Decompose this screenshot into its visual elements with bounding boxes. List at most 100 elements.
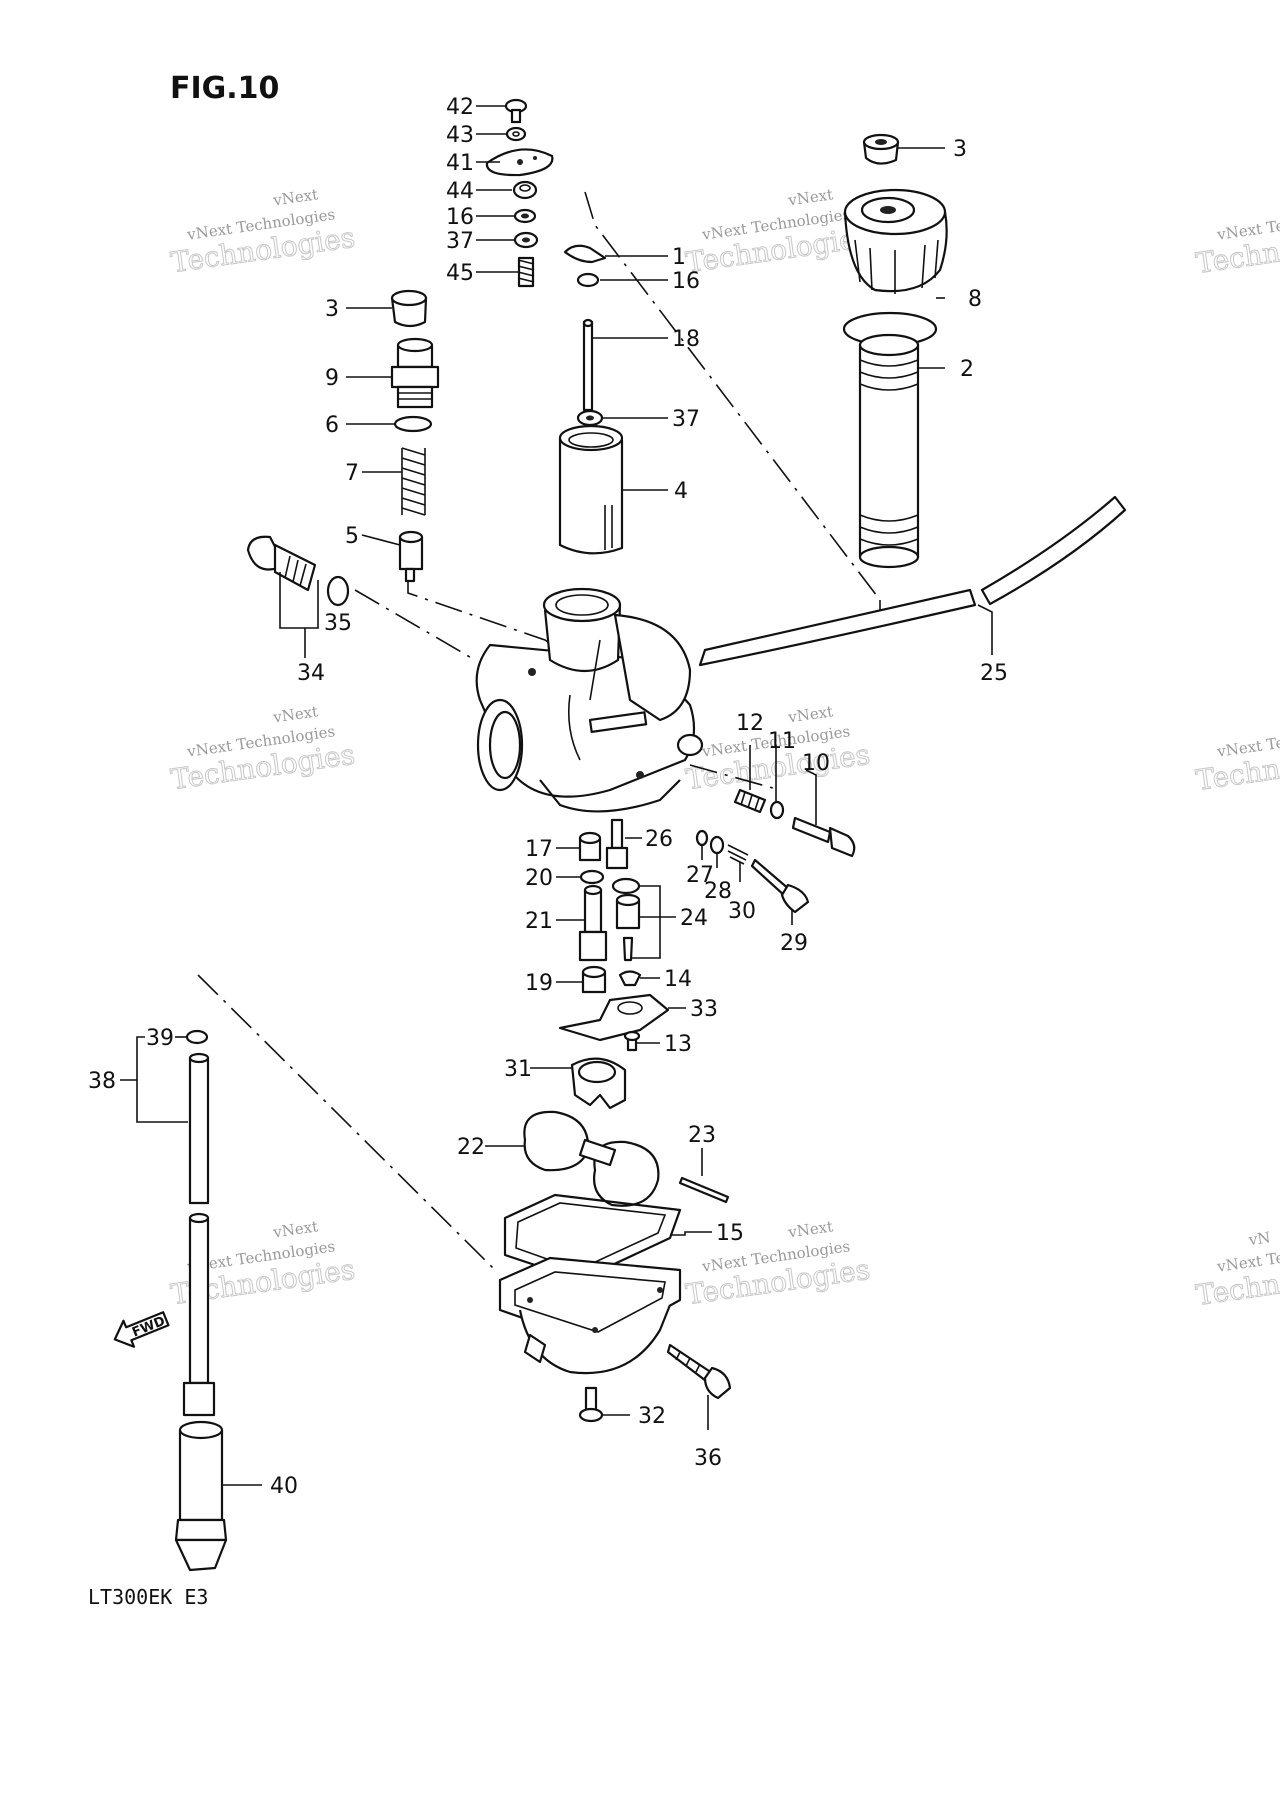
watermark-text: vNext (786, 185, 834, 209)
clip-1 (563, 244, 607, 264)
screw-13 (623, 1030, 641, 1052)
fwd-arrow-icon: FWD (113, 1311, 170, 1348)
needle-valve-24 (611, 877, 641, 962)
callout-31: 31 (504, 1057, 532, 1082)
washer-11 (769, 800, 785, 820)
callout-45: 45 (446, 261, 474, 286)
washer-20 (579, 869, 605, 885)
cap-3-top (862, 133, 900, 165)
watermarks: vNext vNext Technologies Technologies vN… (168, 185, 1280, 1312)
jet-26 (605, 818, 629, 870)
callout-6: 6 (325, 413, 339, 438)
callout-44: 44 (446, 179, 474, 204)
spring-45 (517, 256, 535, 288)
alignment-line (197, 974, 496, 1271)
callout-12: 12 (736, 711, 764, 736)
washer-37b (576, 409, 604, 427)
callout-25: 25 (980, 661, 1008, 686)
callout-21: 21 (525, 909, 553, 934)
gasket-15 (503, 1193, 682, 1282)
callout-30: 30 (728, 899, 756, 924)
jet-17 (578, 831, 602, 862)
hose-25 (698, 495, 1127, 667)
carburetor-body (475, 587, 704, 813)
callout-18: 18 (672, 327, 700, 352)
callout-42: 42 (446, 95, 474, 120)
callout-5: 5 (345, 524, 359, 549)
watermark-text: vNext (271, 702, 319, 726)
valve-34 (246, 535, 317, 592)
float-pin-23 (678, 1176, 730, 1204)
callout-37: 37 (446, 229, 474, 254)
screw-42 (504, 98, 528, 124)
clip-31 (570, 1057, 627, 1110)
callout-32: 32 (638, 1404, 666, 1429)
screw-32 (578, 1386, 604, 1423)
callout-3: 3 (953, 137, 967, 162)
rod-38 (182, 1052, 216, 1417)
callout-20: 20 (525, 866, 553, 891)
throttle-valve-4 (558, 424, 624, 555)
callout-15: 15 (716, 1221, 744, 1246)
nut-44 (512, 180, 538, 200)
plug-19 (581, 965, 607, 994)
callout-33: 33 (690, 997, 718, 1022)
watermark-text: vNext (786, 1217, 834, 1241)
o-ring-6 (393, 415, 433, 433)
spring-12 (733, 788, 767, 814)
spring-30 (727, 844, 749, 865)
spring-7 (401, 447, 426, 516)
clip-39 (185, 1029, 209, 1045)
callout-13: 13 (664, 1032, 692, 1057)
alignment-line (354, 589, 476, 661)
callout-29: 29 (780, 931, 808, 956)
washer-27 (695, 829, 709, 847)
choke-plunger-40 (174, 1420, 228, 1572)
plunger-5 (398, 530, 424, 583)
callout-9: 9 (325, 366, 339, 391)
callout-22: 22 (457, 1135, 485, 1160)
alignment-line (407, 575, 561, 651)
cap-3-left (390, 289, 428, 328)
screw-36 (666, 1343, 732, 1400)
washer-16a (513, 208, 537, 224)
washer-37a (513, 231, 539, 249)
callout-19: 19 (525, 971, 553, 996)
plate-41 (485, 148, 554, 177)
adjuster-9 (390, 337, 440, 409)
callout-35: 35 (324, 611, 352, 636)
model-code: LT300EK E3 (88, 1585, 208, 1609)
needle-18 (582, 318, 594, 412)
callout-38: 38 (88, 1069, 116, 1094)
callout-40: 40 (270, 1474, 298, 1499)
watermark-text: vN (1247, 1228, 1272, 1249)
alignment-line (584, 191, 881, 601)
callout-34: 34 (297, 661, 325, 686)
watermark-text: vNext (271, 1217, 319, 1241)
callout-36: 36 (694, 1446, 722, 1471)
jet-21 (578, 884, 608, 962)
callout-27: 27 (686, 863, 714, 888)
callout-28: 28 (704, 879, 732, 904)
watermark-text: vNext (271, 185, 319, 209)
callout-39: 39 (146, 1026, 174, 1051)
callout-4: 4 (674, 479, 688, 504)
float-22 (523, 1110, 660, 1207)
float-pin-bracket-33 (558, 993, 670, 1042)
callout-8: 8 (968, 287, 982, 312)
screw-29 (750, 858, 810, 914)
washer-16b (576, 272, 600, 288)
callout-16: 16 (672, 269, 700, 294)
leader-lines (120, 105, 993, 1486)
callout-26: 26 (645, 827, 673, 852)
washer-28 (709, 835, 725, 855)
screw-14 (618, 970, 642, 987)
callout-16: 16 (446, 205, 474, 230)
callout-7: 7 (345, 461, 359, 486)
float-bowl (498, 1256, 682, 1375)
callout-10: 10 (802, 751, 830, 776)
alignment-line (689, 764, 781, 791)
figure-title: FIG.10 (170, 71, 279, 106)
